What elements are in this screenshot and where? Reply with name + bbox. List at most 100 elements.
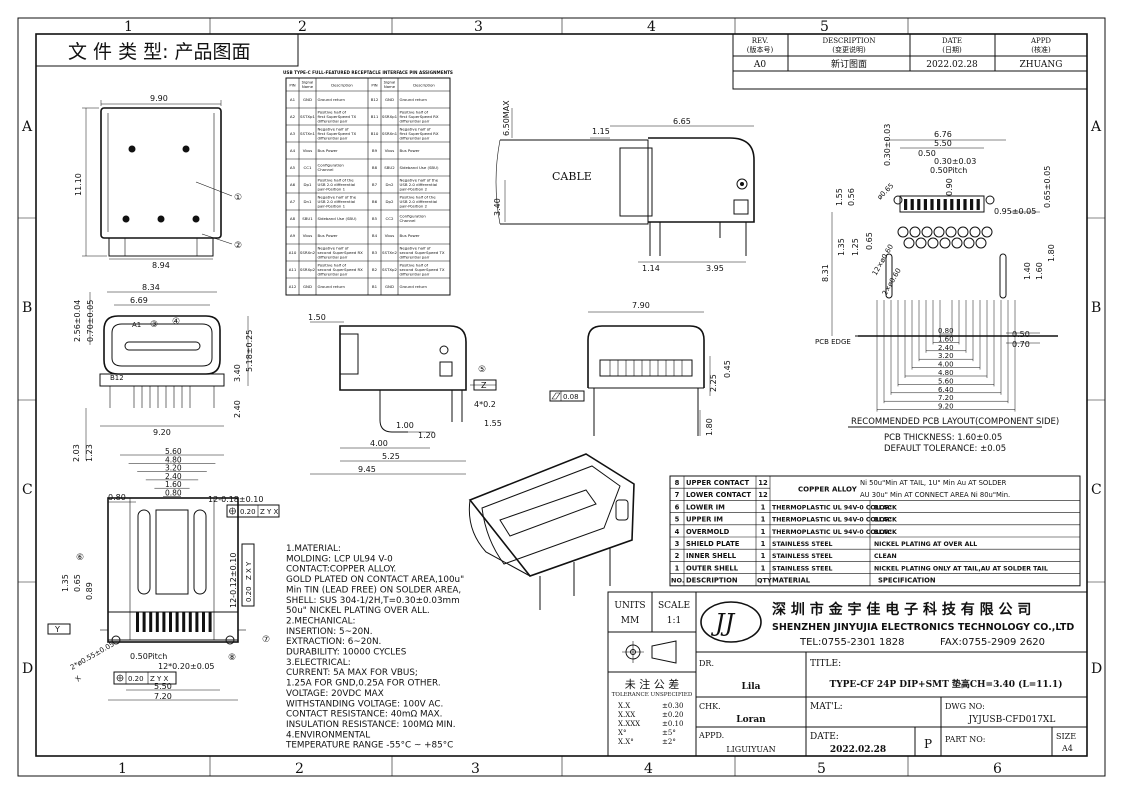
outer-frame [17,17,1106,777]
pin-table-cell: Ground return [400,284,428,289]
grid-bottom-6: 6 [993,761,1002,777]
pin-table-cell: B6 [372,199,378,204]
bom-material: THERMOPLASTIC UL 94V-0 COLOR: [772,529,892,536]
revision-block: REV. (版本号) DESCRIPTION (变更说明) DATE (日期) … [732,33,1088,90]
note-line: Min TIN (LEAD FREE) ON SOLDER AREA, [286,585,461,595]
note-line: INSERTION: 5~20N. [286,627,373,637]
bom-material: STAINLESS STEEL [772,553,833,560]
pin-table-cell: B2 [372,267,378,272]
bom-qty: 1 [761,564,766,572]
pcb-bottom-dim: 1.60 [938,335,954,343]
appd-value: LIGUIYUAN [726,745,775,754]
pin-table-header: Name [384,84,396,89]
dim-pcb-450: 0.50 [918,149,936,158]
units-value: MM [621,616,639,626]
pin-table-cell: USB 2.0 differential [400,199,438,204]
dim-pcb-831: 8.31 [821,264,830,282]
dim-side-665: 6.65 [673,117,691,126]
balloon-4: ④ [172,317,180,327]
bom-qty: 1 [761,528,766,536]
grid-bottom-3: 3 [471,761,480,777]
note-line: 2.MECHANICAL: [286,616,356,626]
pin-table-cell: Negative half of [318,126,350,131]
pin-table-cell: Channel [318,167,334,172]
bottom-view-pins [136,612,212,632]
part-no-label: PART NO: [945,735,985,744]
rev-header-rev: REV. [752,37,768,45]
date-value: 2022.02.28 [830,745,886,755]
tolerance-rows: X.X±0.30X.XX±0.20X.XXX±0.10X°±5°X.X°±2° [618,702,683,746]
dim-bv-089: 0.89 [85,582,94,600]
pin-table-cell: SSRXp2 [300,267,316,272]
dim-pcb-056: 0.56 [847,188,856,206]
pin-table-cell: second SuperSpeed TX [400,267,445,272]
bom-spec: BLACK [874,517,897,524]
pin-table-cell: Negative half of the [318,194,357,199]
bottom-view-pin [162,612,166,632]
isometric-view [468,453,635,610]
pin-table-header: PIN [371,83,377,88]
bom-header-no: NO. [671,577,684,585]
pin-table-cell: SSRXp1 [382,114,398,119]
pcb-smt-pad [950,199,954,210]
pin-table-cell: Negative half of [400,126,432,131]
dim-pcb-12phi: 12×ø0.60 [871,243,895,277]
dim-pcb-140: 1.40 [1023,262,1032,280]
note-line: 1.MATERIAL: [286,544,341,554]
rev-value: A0 [753,60,766,70]
dim-pcb-676: 6.76 [934,130,952,139]
note-line: WITHSTANDING VOLTAGE: 100V AC. [286,699,443,709]
pin-table-title: USB TYPE-C FULL-FEATURED RECEPTACLE INTE… [283,70,453,75]
bottom-view: 5.604.803.202.401.600.80 0.80 12-0.18±0.… [47,447,280,701]
tolerance-format: X.XXX [618,720,640,728]
pin-table-cell: A8 [290,216,296,221]
dim-bv-pitch: 0.50Pitch [130,652,167,661]
pcb-bottom-dim: 3.20 [938,352,954,360]
pcb-bottom-dim: 4.00 [938,361,954,369]
pin-table-cell: Positive half of [318,262,347,267]
pin-table-cell: Bus Power [400,233,421,238]
dim-s2-100: 1.00 [396,421,414,430]
dim-bv-550: 5.50 [154,682,172,691]
size-value: A4 [1061,744,1073,753]
label-pcb-edge: PCB EDGE [815,338,851,346]
grid-bottom-5: 5 [817,761,826,777]
rev-header-appd-cn: (核准) [1031,45,1051,54]
pin-assignment-table: USB TYPE-C FULL-FEATURED RECEPTACLE INTE… [283,70,453,296]
balloon-1: ① [234,193,242,203]
fcf-flatness: 0.08 [563,393,579,401]
bottom-view-top-dims: 5.604.803.202.401.600.80 [120,447,224,498]
pin-table-cell: first SuperSpeed RX [400,114,439,119]
dim-bv-018: 12-0.18±0.10 [208,495,263,504]
company-name-cn: 深 圳 市 金 宇 佳 电 子 科 技 有 限 公 司 [772,601,1031,618]
pcb-smt-pad [930,199,934,210]
page-label: P [924,737,932,751]
bom-description: SHIELD PLATE [686,540,740,548]
pin-table-cell: second SuperSpeed RX [318,250,364,255]
drawing-title: TYPE-CF 24P DIP+SMT 垫高CH=3.40 (L=11.1) [830,678,1063,690]
note-line: EXTRACTION: 6~20N. [286,637,381,647]
bom-description: UPPER IM [686,516,723,524]
pcb-smt-pad [963,199,967,210]
dim-pcb-pitch: 0.50Pitch [930,166,967,175]
bom-spec: NICKEL PLATING AT OVER ALL [874,541,977,548]
pin-table-header: Name [302,84,314,89]
pin-table-cell: SSTXp2 [382,267,397,272]
grid-right-A: A [1090,119,1102,135]
bottom-view-pin [208,612,212,632]
bottom-view-dim: 4.80 [165,455,182,464]
dim-s2-155: 1.55 [484,419,502,428]
bom-qty: 1 [761,540,766,548]
pin-table-cell: pair-Position 1 [318,204,346,209]
grid-right-C: C [1091,482,1102,498]
bom-no: 6 [675,503,680,511]
pin-table-cell: Vbus [385,233,395,238]
pin-table-cell: A4 [290,148,296,153]
bottom-view-pin [155,612,159,632]
pin-table-cell: B3 [372,250,378,255]
dim-s2-945: 9.45 [358,465,376,474]
pin-table-cell: B4 [372,233,378,238]
grid-bottom-4: 4 [644,761,653,777]
company-fax: FAX:0755-2909 2620 [940,637,1045,648]
